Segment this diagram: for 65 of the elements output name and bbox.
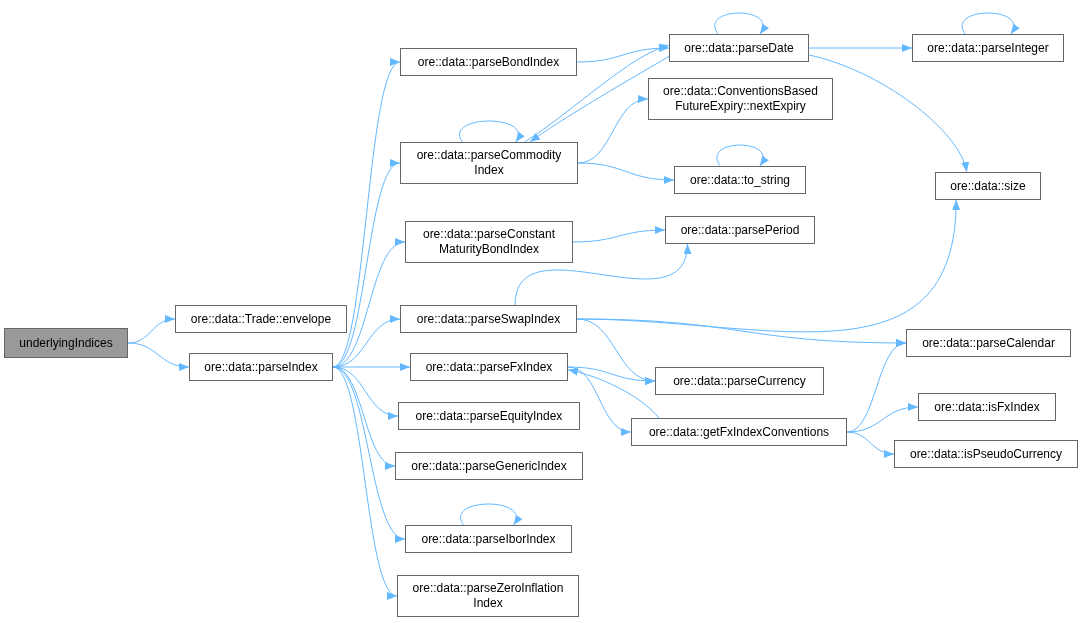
function-name: ore::data::size — [950, 178, 1026, 194]
function-name: ore::data::parseCommodity Index — [415, 148, 563, 178]
function-box — [4, 328, 128, 358]
call-arrow — [572, 226, 666, 243]
self-loop-arrow — [961, 12, 1019, 35]
function-box — [674, 166, 806, 194]
function-box — [631, 418, 847, 446]
call-arrow — [808, 54, 968, 173]
function-name: underlyingIndices — [19, 335, 113, 351]
call-arrow — [332, 366, 398, 597]
function-name: ore::data::isFxIndex — [934, 399, 1040, 415]
self-loop-arrow — [459, 120, 524, 143]
function-name: ore::data::parseZeroInflation Index — [411, 581, 565, 611]
function-box — [189, 353, 333, 381]
call-arrow — [127, 342, 190, 371]
function-box — [405, 221, 573, 263]
function-box — [935, 172, 1041, 200]
call-arrow — [567, 368, 660, 419]
function-box — [655, 367, 824, 395]
function-box — [398, 402, 580, 430]
function-box — [175, 305, 347, 333]
function-box — [894, 440, 1078, 468]
function-box — [400, 305, 577, 333]
function-box — [912, 34, 1064, 62]
function-box — [397, 575, 579, 617]
function-name: ore::data::parseGenericIndex — [411, 458, 567, 474]
function-box — [665, 216, 815, 244]
function-name: ore::data::getFxIndexConventions — [648, 424, 830, 440]
function-name: ore::data::parseIborIndex — [421, 531, 556, 547]
function-box — [906, 329, 1071, 357]
function-box — [405, 525, 572, 553]
function-box — [400, 142, 578, 184]
call-arrow — [514, 243, 690, 306]
function-box — [918, 393, 1056, 421]
function-box — [669, 34, 809, 62]
function-name: ore::data::parseEquityIndex — [415, 408, 563, 424]
function-name: ore::data::parseCalendar — [922, 335, 1055, 351]
function-name: ore::data::Trade::envelope — [190, 311, 332, 327]
function-box — [410, 353, 568, 381]
function-name: ore::data::parseSwapIndex — [416, 311, 561, 327]
function-name: ore::data::parseIndex — [204, 359, 318, 375]
function-name: ore::data::to_string — [689, 172, 791, 188]
function-name: ore::data::parseConstant MaturityBondIndex — [421, 227, 557, 257]
call-arrow — [846, 431, 895, 458]
function-box — [648, 78, 833, 120]
function-box — [395, 452, 583, 480]
call-arrow — [577, 162, 675, 184]
call-arrow — [577, 96, 649, 164]
self-loop-arrow — [716, 144, 768, 167]
self-loop-arrow — [460, 503, 522, 526]
call-arrow — [567, 366, 632, 435]
call-arrow — [576, 44, 670, 63]
function-name: ore::data::parseDate — [684, 40, 794, 56]
call-arrow — [808, 44, 913, 52]
function-name: ore::data::parseInteger — [927, 40, 1049, 56]
call-arrow — [846, 403, 919, 433]
function-box — [400, 48, 577, 76]
function-name: ore::data::ConventionsBased FutureExpiry::nextExpiry — [662, 84, 819, 114]
function-name: ore::data::parseCurrency — [673, 373, 806, 389]
self-loop-arrow — [714, 12, 768, 35]
function-name: ore::data::parseFxIndex — [425, 359, 553, 375]
function-name: ore::data::parsePeriod — [680, 222, 800, 238]
function-name: ore::data::parseBondIndex — [417, 54, 560, 70]
function-name: ore::data::isPseudoCurrency — [909, 446, 1063, 462]
call-arrow — [127, 315, 176, 344]
